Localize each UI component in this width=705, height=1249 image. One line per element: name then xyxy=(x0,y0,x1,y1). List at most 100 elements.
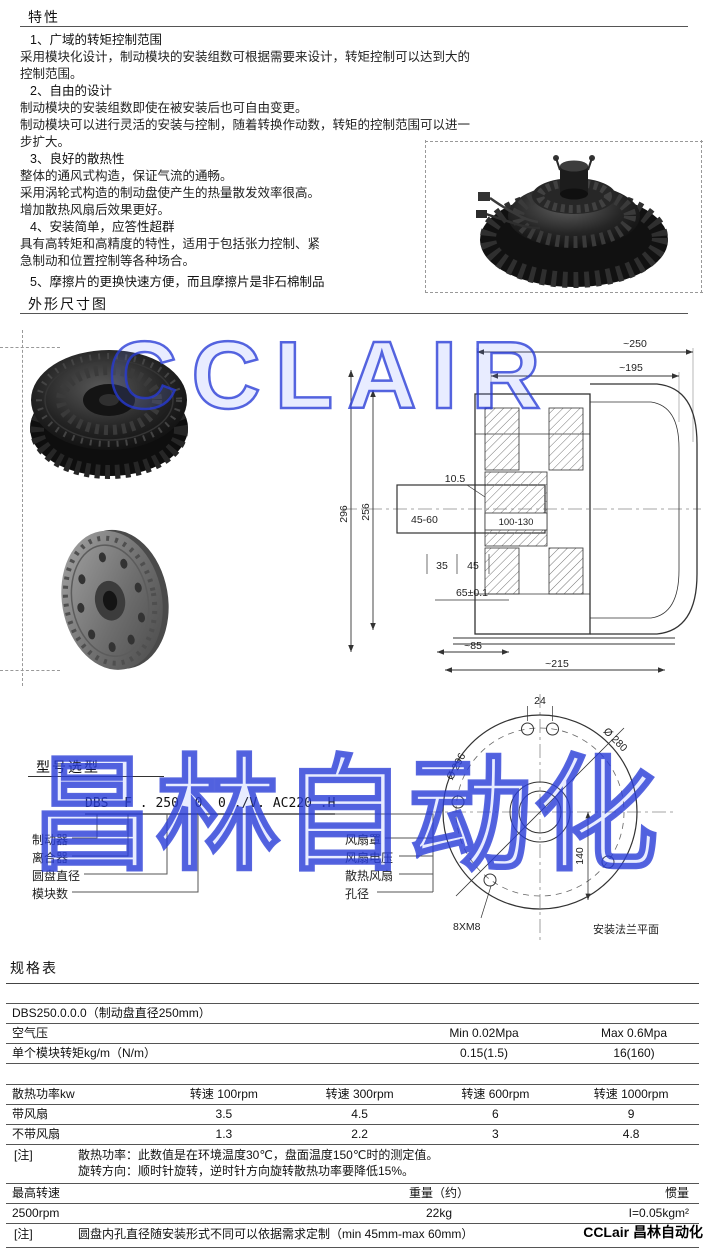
feature-text: 制动模块可以进行灵活的安装与控制，随着转换作动数，转矩的控制范围可以进一步扩大。 xyxy=(20,118,471,149)
spec-note-2: [注] 圆盘内孔直径随安装形式不同可以依据需求定制（min 45mm-max 6… xyxy=(6,1224,699,1248)
model-label-cooling-fan: 散热风扇 xyxy=(345,869,394,883)
cell-value: 22kg xyxy=(425,1206,453,1220)
dim-label: 256 xyxy=(360,503,372,521)
dim-label: 140 xyxy=(574,847,586,865)
feature-text: 采用模块化设计，制动模块的安装组数可根据需要来设计，转矩控制可以达到大的控制范围… xyxy=(20,50,471,81)
cell-value: I=0.05kgm² xyxy=(628,1206,689,1220)
product-photo-brake-unit xyxy=(476,155,668,288)
dim-label: Ø 296 xyxy=(444,751,468,782)
table-row: 单个模块转矩kg/m（N/m） 0.15(1.5) 16(160) xyxy=(6,1044,699,1064)
dim-label: 65±0.1 xyxy=(456,587,488,599)
min-value: Min 0.02Mpa xyxy=(449,1026,519,1040)
cell-value: 2.2 xyxy=(351,1127,368,1141)
model-label-fan-cover: 风扇罩 xyxy=(345,833,382,847)
brake-3d-render xyxy=(30,350,188,479)
note-line: 旋转方向：顺时针旋转，逆时针方向旋转散热功率要降低15%。 xyxy=(78,1163,415,1178)
rotor-disc-3d-render xyxy=(61,529,169,670)
feature-text: 急制动和位置控制等各种场合。 xyxy=(20,254,196,268)
note-line: 散热功率：此数值是在环境温度30℃，盘面温度150℃时的测定值。 xyxy=(78,1148,439,1162)
row-label: 带风扇 xyxy=(12,1107,49,1121)
table-header-row: 最高转速 重量（约） 惯量 xyxy=(6,1184,699,1204)
feature-item: 5、摩擦片的更换快速方便，而且摩擦片是非石棉制品 xyxy=(20,274,472,291)
spec-section: 规格表 DBS250.0.0.0（制动盘直径250mm） 空气压 Min 0.0… xyxy=(6,958,699,1248)
feature-text: 整体的通风式构造，保证气流的通畅。 xyxy=(20,169,233,183)
cell-value: 3 xyxy=(492,1127,499,1141)
crop-mark xyxy=(425,292,703,293)
feature-heading: 1、广域的转矩控制范围 xyxy=(30,33,162,47)
column-header: 散热功率kw xyxy=(12,1087,75,1101)
spec-title-divider xyxy=(6,983,699,984)
feature-heading: 3、良好的散热性 xyxy=(30,152,125,166)
feature-item: 1、广域的转矩控制范围 采用模块化设计，制动模块的安装组数可根据需要来设计，转矩… xyxy=(20,32,472,83)
model-label-bore: 孔径 xyxy=(345,887,370,901)
min-value: 0.15(1.5) xyxy=(459,1046,509,1060)
model-label-module-count: 模块数 xyxy=(32,887,69,901)
spec-table-2: 散热功率kw 转速 100rpm 转速 300rpm 转速 600rpm 转速 … xyxy=(6,1084,699,1145)
feature-text: 具有高转矩和高精度的特性，适用于包括张力控制、紧 xyxy=(20,237,321,251)
dim-label: 35 xyxy=(436,560,448,572)
cell-value: 1.3 xyxy=(215,1127,233,1141)
max-value: 16(160) xyxy=(613,1046,655,1060)
crop-mark xyxy=(0,347,60,348)
column-header: 重量（约） xyxy=(408,1186,469,1200)
row-label: 不带风扇 xyxy=(12,1127,61,1141)
row-label: 单个模块转矩kg/m（N/m） xyxy=(12,1046,157,1060)
outline-divider xyxy=(20,313,688,314)
model-label-disc-diameter: 圆盘直径 xyxy=(32,869,81,883)
cell-value: 3.5 xyxy=(215,1107,233,1121)
model-spec-cell: DBS250.0.0.0（制动盘直径250mm） xyxy=(12,1006,211,1020)
dim-label: 296 xyxy=(338,505,350,523)
dim-label: 8XM8 xyxy=(453,921,481,933)
table-row: 2500rpm 22kg I=0.05kgm² xyxy=(6,1204,699,1224)
feature-item: 4、安装简单，应答性超群 具有高转矩和高精度的特性，适用于包括张力控制、紧 急制… xyxy=(20,219,472,270)
feature-text: 采用涡轮式构造的制动盘使产生的热量散发效率很高。 xyxy=(20,186,321,200)
cell-value: 6 xyxy=(492,1107,499,1121)
column-header: 转速 100rpm xyxy=(189,1087,258,1101)
cell-value: 4.5 xyxy=(351,1107,368,1121)
note-tag: [注] xyxy=(14,1227,33,1241)
dim-label: ~250 xyxy=(623,338,647,350)
features-divider xyxy=(20,26,688,27)
feature-heading: 4、安装简单，应答性超群 xyxy=(30,220,175,234)
table-row: 带风扇 3.5 4.5 6 9 xyxy=(6,1105,699,1125)
row-label: 空气压 xyxy=(12,1026,49,1040)
features-list: 1、广域的转矩控制范围 采用模块化设计，制动模块的安装组数可根据需要来设计，转矩… xyxy=(20,32,472,291)
crop-mark xyxy=(0,670,60,671)
model-title-underline xyxy=(28,776,164,777)
cell-value: 4.8 xyxy=(622,1127,640,1141)
table-header-row: 散热功率kw 转速 100rpm 转速 300rpm 转速 600rpm 转速 … xyxy=(6,1084,699,1105)
dim-label: 100-130 xyxy=(499,517,534,528)
crop-mark xyxy=(425,140,426,293)
crop-mark xyxy=(701,140,702,293)
column-header: 转速 1000rpm xyxy=(593,1087,669,1101)
feature-text: 制动模块的安装组数即使在被安装后也可自由变更。 xyxy=(20,101,308,115)
note-body: 散热功率：此数值是在环境温度30℃，盘面温度150℃时的测定值。 旋转方向：顺时… xyxy=(78,1148,699,1179)
flange-face-diagram: 24 Ø 296 Ø 280 140 8XM8 安装法兰平面 xyxy=(427,694,677,940)
dim-label: 24 xyxy=(534,695,546,707)
dim-label: ~215 xyxy=(545,658,569,670)
table-row: DBS250.0.0.0（制动盘直径250mm） xyxy=(6,1003,699,1024)
note-tag: [注] xyxy=(14,1148,33,1162)
dim-label: ~195 xyxy=(619,362,643,374)
outline-title: 外形尺寸图 xyxy=(28,296,108,312)
dim-label: 10.5 xyxy=(445,473,466,485)
table-row: 不带风扇 1.3 2.2 3 4.8 xyxy=(6,1125,699,1145)
model-label-clutch: 离合器 xyxy=(32,851,69,865)
cell-value: 2500rpm xyxy=(12,1206,60,1220)
model-title: 型号选型 xyxy=(36,759,100,775)
feature-item: 2、自由的设计 制动模块的安装组数即使在被安装后也可自由变更。 制动模块可以进行… xyxy=(20,83,472,151)
max-value: Max 0.6Mpa xyxy=(600,1026,668,1040)
model-label-fan-voltage: 风扇电压 xyxy=(345,851,394,865)
brand-logo-text: CCLair 昌林自动化 xyxy=(583,1224,703,1240)
column-header: 转速 600rpm xyxy=(461,1087,530,1101)
features-title: 特性 xyxy=(28,9,60,25)
model-code: DBS F . 250 0 0 ./V. AC220 .H xyxy=(85,796,336,811)
cross-section-drawing: ~250 ~195 296 256 10.5 45-60 100-130 xyxy=(338,338,701,673)
dim-label: ~85 xyxy=(464,640,482,652)
feature-heading: 5、摩擦片的更换快速方便，而且摩擦片是非石棉制品 xyxy=(30,275,325,289)
spec-table-1: DBS250.0.0.0（制动盘直径250mm） 空气压 Min 0.02Mpa… xyxy=(6,1003,699,1064)
spec-title: 规格表 xyxy=(10,960,58,976)
column-header: 最高转速 xyxy=(12,1186,61,1200)
note-line: 圆盘内孔直径随安装形式不同可以依据需求定制（min 45mm-max 60mm） xyxy=(78,1227,474,1241)
